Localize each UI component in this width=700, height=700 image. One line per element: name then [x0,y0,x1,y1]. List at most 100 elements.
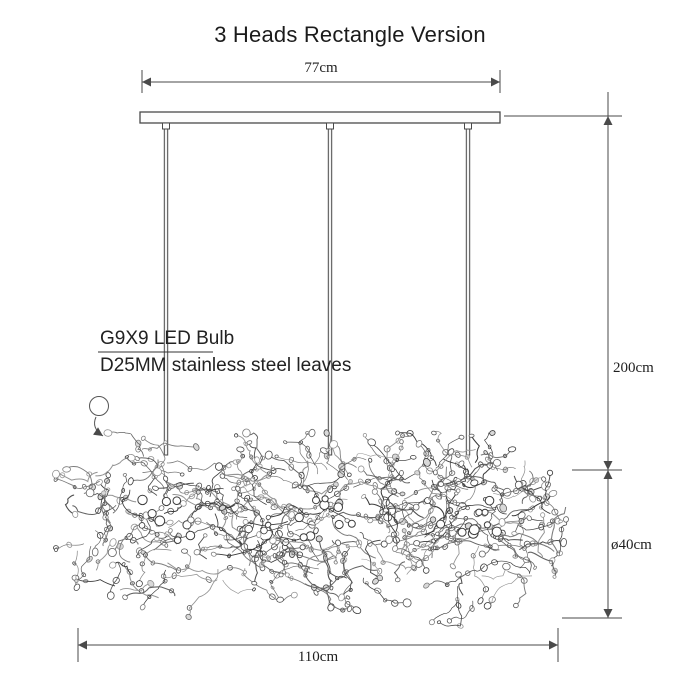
steel-leaf [449,563,456,570]
led-bulb [147,508,157,519]
branch [257,540,292,563]
branch [112,561,132,575]
steel-leaf [138,522,146,529]
steel-leaf [463,516,469,521]
branch [276,456,328,471]
steel-leaf [91,547,99,557]
steel-leaf [187,516,195,524]
steel-leaf [533,565,537,570]
steel-leaf [284,572,290,578]
steel-leaf [313,589,319,596]
steel-leaf [483,602,492,610]
steel-leaf [499,503,507,513]
steel-leaf [252,587,256,592]
steel-leaf [100,490,107,496]
steel-leaf [215,462,223,471]
led-bulb [137,494,148,506]
steel-leaf [288,511,295,519]
branch [242,528,251,567]
branch [222,465,273,482]
steel-leaf [526,515,532,522]
led-bulb [334,519,344,530]
branch [353,477,403,495]
branch [168,520,227,538]
branch [438,599,463,627]
branch [143,552,177,571]
branch [363,495,399,524]
branch [75,577,116,587]
branch [163,503,184,515]
steel-leaf [256,531,262,538]
steel-leaf [163,475,169,482]
branch [239,494,258,547]
branch [481,566,507,580]
steel-leaf [122,473,127,477]
steel-leaf [254,456,260,464]
steel-leaf [502,562,511,571]
branch [274,546,303,559]
branch [188,569,219,618]
branch [385,493,398,549]
steel-leaf [436,620,442,625]
steel-leaf [414,470,421,476]
branch [550,506,567,555]
steel-leaf [357,465,365,473]
steel-leaf [470,479,479,487]
steel-leaf [394,577,401,583]
steel-leaf [290,591,298,599]
steel-leaf [395,430,400,436]
suspension-rod [163,128,169,456]
led-bulb [484,495,495,506]
branch [73,550,79,581]
steel-leaf [62,466,71,473]
steel-leaf [399,439,404,445]
branch [163,573,218,582]
steel-leaf [219,527,223,532]
steel-leaf [206,485,211,490]
steel-leaf [446,618,452,624]
branch [299,432,313,483]
steel-leaf [445,529,449,534]
branch [518,520,558,531]
steel-leaf [346,472,352,478]
steel-leaf [563,516,569,523]
steel-leaf [478,550,486,558]
steel-leaf [493,458,502,467]
steel-leaf [139,604,146,611]
led-bulb [173,536,182,545]
branch [401,505,434,527]
branch [537,514,545,558]
branch [64,494,76,515]
steel-leaf [74,578,79,583]
branch [267,524,311,570]
branch [182,550,191,573]
branch [138,548,172,584]
steel-leaf [124,455,129,459]
branch [386,489,450,528]
steel-leaf [154,536,160,542]
steel-leaf [357,543,362,549]
led-bulb [475,508,483,516]
branch [236,448,247,487]
branch [167,562,246,575]
steel-leaf [371,488,378,495]
branch [406,540,434,575]
branch [196,545,248,553]
steel-leaf [185,613,192,620]
steel-leaf [283,440,288,445]
steel-leaf [154,532,160,537]
steel-leaf [368,457,373,463]
steel-leaf [238,492,243,497]
steel-leaf [513,602,519,609]
led-bulb [436,519,446,529]
steel-leaf [234,433,239,438]
dimension-fixture-width-lines [77,628,559,662]
branch [480,488,504,512]
steel-leaf [367,517,374,524]
steel-leaf [149,530,156,535]
steel-leaf [491,542,499,552]
branch [119,583,151,592]
branch [371,442,405,480]
steel-leaf [135,554,141,559]
